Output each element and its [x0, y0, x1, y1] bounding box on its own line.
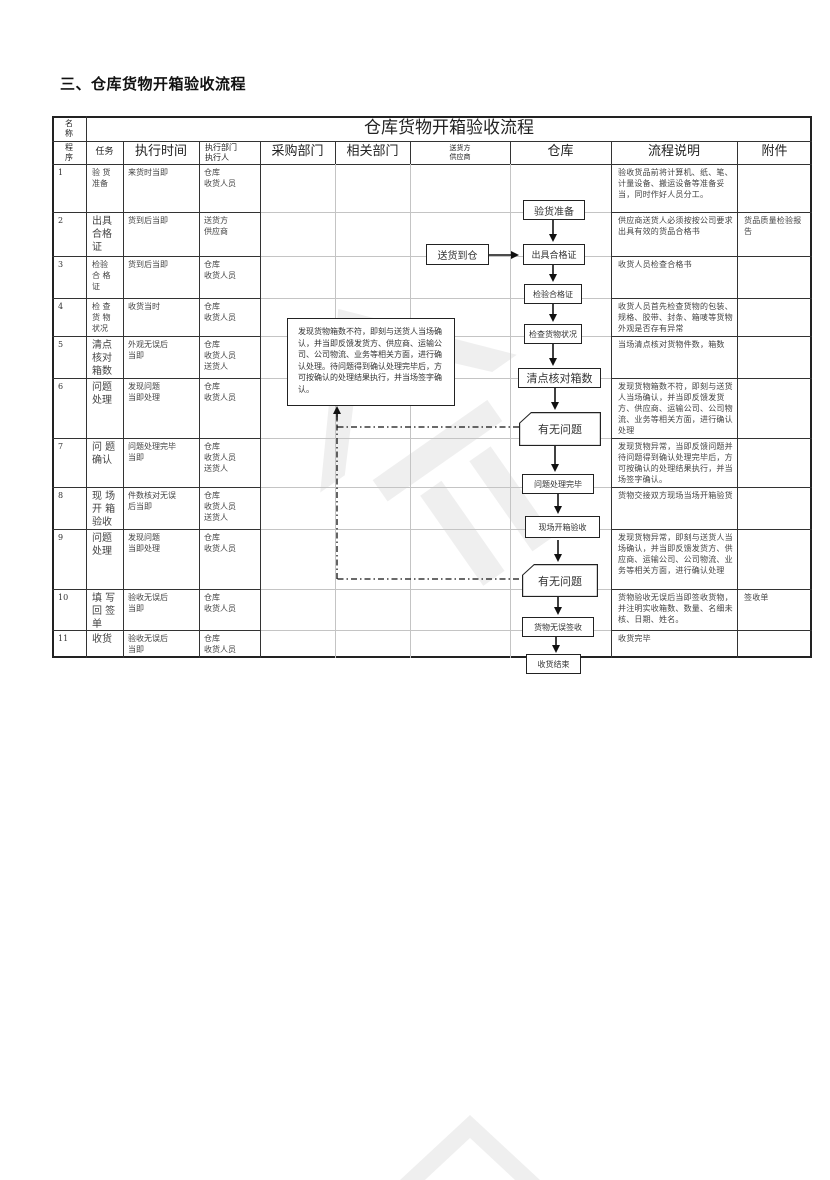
row-dept: 仓库 收货人员: [204, 382, 236, 402]
header-bottom: [52, 164, 812, 165]
row-seq: 8: [58, 491, 64, 500]
flow-step-prepare: 验货准备: [523, 200, 585, 220]
header-time: 执行时间: [134, 144, 187, 160]
row-time: 发现问题 当即处理: [128, 533, 160, 553]
row-seq: 7: [58, 442, 64, 451]
row-seq: 10: [58, 593, 69, 602]
row-task: 出具 合格 证: [92, 216, 112, 253]
row-task: 问 题 确认: [92, 442, 116, 466]
row-task: 问题 处理: [92, 382, 112, 406]
row-description: 当场清点核对货物件数，箱数: [618, 340, 725, 349]
header-dept: 执行部门 执行人: [205, 143, 237, 162]
row-seq: 5: [58, 340, 64, 349]
row-time: 发现问题 当即处理: [128, 382, 160, 402]
row-seq: 9: [58, 533, 64, 542]
flow-decision-problem-1: 有无问题: [519, 412, 601, 446]
flow-step-inspect-goods: 检查货物状况: [524, 324, 582, 344]
row-description: 收货完毕: [618, 634, 651, 643]
row-time: 外观无误后 当即: [128, 340, 168, 360]
row-dept: 仓库 收货人员 送货人: [204, 442, 236, 473]
row-dept: 仓库 收货人员 送货人: [204, 491, 236, 522]
flowchart-connectors: [333, 219, 562, 653]
row-dept: 仓库 收货人员: [204, 593, 236, 613]
watermark-logo-bottom: [400, 1115, 540, 1180]
header-description: 流程说明: [647, 144, 700, 160]
row-description: 供应商送货人必须按按公司要求出具有效的货品合格书: [618, 216, 733, 236]
flow-step-count-boxes: 清点核对箱数: [518, 368, 601, 388]
row-seq: 11: [58, 634, 69, 643]
section-title: 三、仓库货物开箱验收流程: [60, 75, 247, 93]
flow-step-problem-resolved: 问题处理完毕: [522, 474, 594, 494]
row-time: 件数核对无误 后当即: [128, 491, 176, 511]
row-description: 收货人员检查合格书: [618, 260, 692, 269]
row-description: 发现货物箱数不符，即刻与送货人当场确认，并当即反馈发货方、供应商、运输公司、公司…: [618, 382, 733, 435]
flow-step-issue-certificate: 出具合格证: [523, 244, 585, 265]
row-task: 收货: [92, 634, 112, 645]
row-dept: 送货方 供应商: [204, 216, 228, 236]
flow-step-goods-signed: 货物无误签收: [522, 617, 594, 637]
row-task: 清点 核对 箱数: [92, 340, 112, 377]
header-divider: [52, 141, 812, 142]
flow-box-supplier-delivery: 送货到仓: [426, 244, 489, 265]
row-time: 货到后当即: [128, 216, 168, 225]
row-time: 问题处理完毕 当即: [128, 442, 176, 462]
row-time: 验收无误后 当即: [128, 634, 168, 654]
row-time: 来货时当即: [128, 168, 168, 177]
name-label: 名 称: [65, 119, 73, 138]
row-task: 检 查 货 物 状况: [92, 302, 111, 333]
row-seq: 4: [58, 302, 64, 311]
table-frame: [52, 116, 812, 658]
row-seq: 6: [58, 382, 64, 391]
decision-label: 有无问题: [520, 413, 600, 445]
header-seq: 程 序: [65, 143, 73, 162]
row-dept: 仓库 收货人员: [204, 302, 236, 322]
row-dept: 仓库 收货人员: [204, 260, 236, 280]
row-time: 收货当时: [128, 302, 160, 311]
row-description: 货物交接双方现场当场开箱验货: [618, 491, 733, 500]
row-description: 收货人员首先检查货物的包装、规格、胶带、封条、箱唛等货物外观是否存有异常: [618, 302, 733, 333]
row-dept: 仓库 收货人员: [204, 533, 236, 553]
row-dept: 仓库 收货人员 送货人: [204, 340, 236, 371]
row-task: 现 场 开 箱 验收: [92, 491, 116, 528]
row-description: 验收货品前将计算机、纸、笔、计量设备、搬运设备等准备妥当，同时作好人员分工。: [618, 168, 733, 199]
row-seq: 2: [58, 216, 64, 225]
header-related: 相关部门: [346, 144, 399, 160]
row-time: 货到后当即: [128, 260, 168, 269]
flow-step-receiving-complete: 收货结束: [526, 654, 581, 674]
row-seq: 3: [58, 260, 64, 269]
row-attachment: 货品质量检验报告: [744, 216, 802, 236]
flow-step-check-certificate: 检验合格证: [524, 284, 582, 304]
row-time: 验收无误后 当即: [128, 593, 168, 613]
row-description: 货物验收无误后当即签收货物，并注明实收箱数、数量、名细未核、日期、姓名。: [618, 593, 733, 624]
decision-label: 有无问题: [523, 565, 597, 596]
header-purchasing: 采购部门: [271, 144, 324, 160]
row-description: 发现货物异常，即刻与送货人当场确认，并当即反馈发货方、供应商、运输公司、公司物流…: [618, 533, 733, 575]
row-attachment: 签收单: [744, 593, 769, 602]
row-description: 发现货物异常，当即反馈问题并待问题得到确认处理完毕后，方可按确认的处理结果执行，…: [618, 442, 733, 484]
row-task: 问题 处理: [92, 533, 112, 557]
row-task: 验 货 准备: [92, 168, 111, 188]
table-title: 仓库货物开箱验收流程: [364, 117, 534, 138]
flow-note-problem-handling: 发现货物箱数不符，即刻与送货人当场确认，并当即反馈发货方、供应商、运输公司、公司…: [287, 318, 455, 406]
flow-step-onsite-unboxing: 现场开箱验收: [525, 516, 600, 538]
header-attachment: 附件: [761, 144, 788, 160]
row-dept: 仓库 收货人员: [204, 168, 236, 188]
row-dept: 仓库 收货人员: [204, 634, 236, 654]
header-supplier: 送货方 供应商: [449, 144, 471, 161]
row-seq: 1: [58, 168, 64, 177]
row-task: 填 写 回 签 单: [92, 593, 116, 630]
header-task: 任务: [95, 147, 114, 158]
row-task: 检验 合 格 证: [92, 260, 111, 291]
flow-decision-problem-2: 有无问题: [522, 564, 598, 597]
header-warehouse: 仓库: [547, 144, 574, 160]
